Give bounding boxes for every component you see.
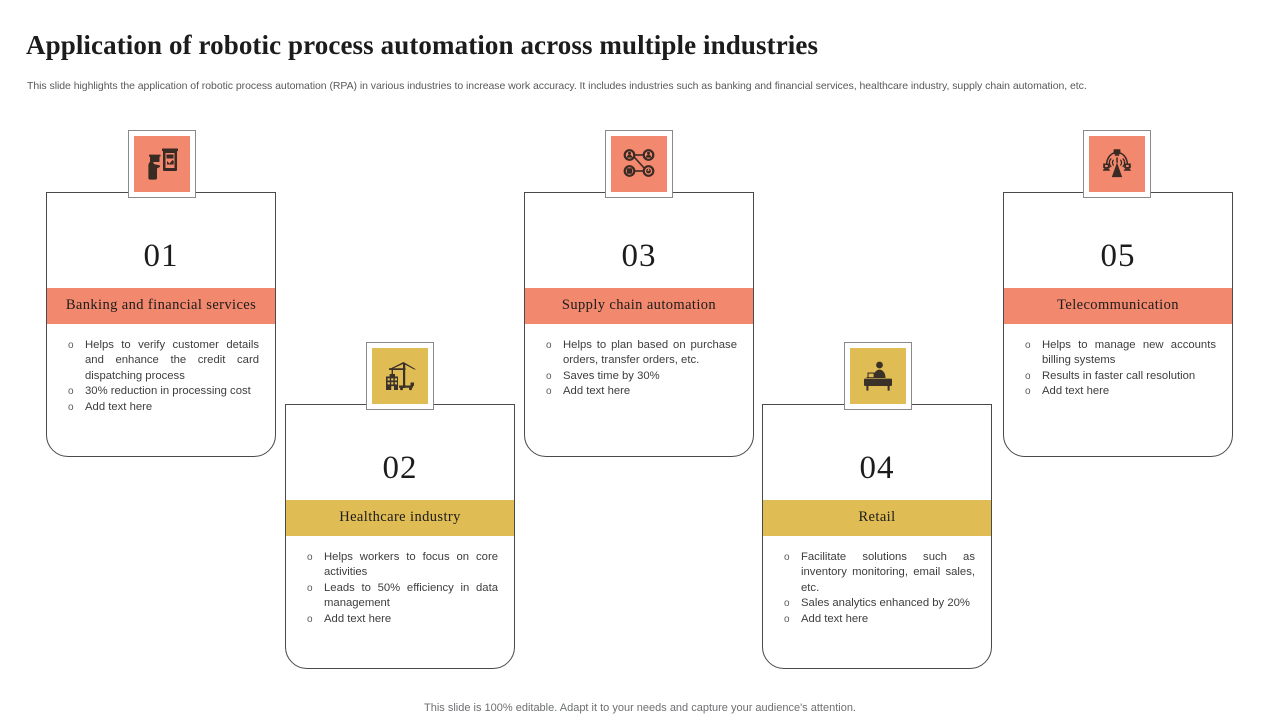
card-title-band: Supply chain automation xyxy=(525,288,753,324)
list-item: Results in faster call resolution xyxy=(1018,369,1216,385)
industry-card-05[interactable]: 05 Telecommunication Helps to manage new… xyxy=(1003,192,1233,457)
card-number: 05 xyxy=(1100,238,1136,274)
footer-note: This slide is 100% editable. Adapt it to… xyxy=(424,702,856,714)
list-item: Add text here xyxy=(61,400,259,416)
card-body: Helps to verify customer details and enh… xyxy=(47,324,275,425)
card-body: Helps to manage new accounts billing sys… xyxy=(1004,324,1232,410)
industry-icon-badge-02[interactable] xyxy=(366,342,434,410)
industry-card-01[interactable]: 01 Banking and financial services Helps … xyxy=(46,192,276,457)
card-number: 01 xyxy=(143,238,179,274)
list-item: 30% reduction in processing cost xyxy=(61,384,259,400)
list-item: Add text here xyxy=(539,384,737,400)
broadcast-tower-icon xyxy=(1089,136,1145,192)
page-subtitle: This slide highlights the application of… xyxy=(27,80,1087,92)
list-item: Helps to manage new accounts billing sys… xyxy=(1018,338,1216,369)
card-number: 04 xyxy=(859,450,895,486)
card-title-band: Telecommunication xyxy=(1004,288,1232,324)
industry-card-02[interactable]: 02 Healthcare industry Helps workers to … xyxy=(285,404,515,669)
list-item: Facilitate solutions such as inventory m… xyxy=(777,550,975,596)
industry-icon-badge-04[interactable] xyxy=(844,342,912,410)
bullet-list: Helps to manage new accounts billing sys… xyxy=(1018,338,1216,400)
page-title: Application of robotic process automatio… xyxy=(26,30,819,60)
bullet-list: Helps to verify customer details and enh… xyxy=(61,338,259,415)
list-item: Saves time by 30% xyxy=(539,369,737,385)
person-at-counter-icon xyxy=(850,348,906,404)
network-nodes-icon xyxy=(611,136,667,192)
card-body: Helps workers to focus on core activitie… xyxy=(286,536,514,637)
card-number: 02 xyxy=(382,450,418,486)
bullet-list: Facilitate solutions such as inventory m… xyxy=(777,550,975,627)
card-title-band: Healthcare industry xyxy=(286,500,514,536)
list-item: Leads to 50% efficiency in data manageme… xyxy=(300,581,498,612)
industry-icon-badge-05[interactable] xyxy=(1083,130,1151,198)
bullet-list: Helps workers to focus on core activitie… xyxy=(300,550,498,627)
card-title-band: Retail xyxy=(763,500,991,536)
list-item: Add text here xyxy=(300,612,498,628)
list-item: Add text here xyxy=(1018,384,1216,400)
list-item: Add text here xyxy=(777,612,975,628)
industry-card-03[interactable]: 03 Supply chain automation Helps to plan… xyxy=(524,192,754,457)
bullet-list: Helps to plan based on purchase orders, … xyxy=(539,338,737,400)
list-item: Sales analytics enhanced by 20% xyxy=(777,596,975,612)
list-item: Helps to plan based on purchase orders, … xyxy=(539,338,737,369)
card-title-band: Banking and financial services xyxy=(47,288,275,324)
industry-icon-badge-03[interactable] xyxy=(605,130,673,198)
atm-card-icon xyxy=(134,136,190,192)
industry-card-04[interactable]: 04 Retail Facilitate solutions such as i… xyxy=(762,404,992,669)
industry-icon-badge-01[interactable] xyxy=(128,130,196,198)
card-body: Helps to plan based on purchase orders, … xyxy=(525,324,753,410)
list-item: Helps to verify customer details and enh… xyxy=(61,338,259,384)
card-body: Facilitate solutions such as inventory m… xyxy=(763,536,991,637)
card-number: 03 xyxy=(621,238,657,274)
construction-crane-icon xyxy=(372,348,428,404)
list-item: Helps workers to focus on core activitie… xyxy=(300,550,498,581)
